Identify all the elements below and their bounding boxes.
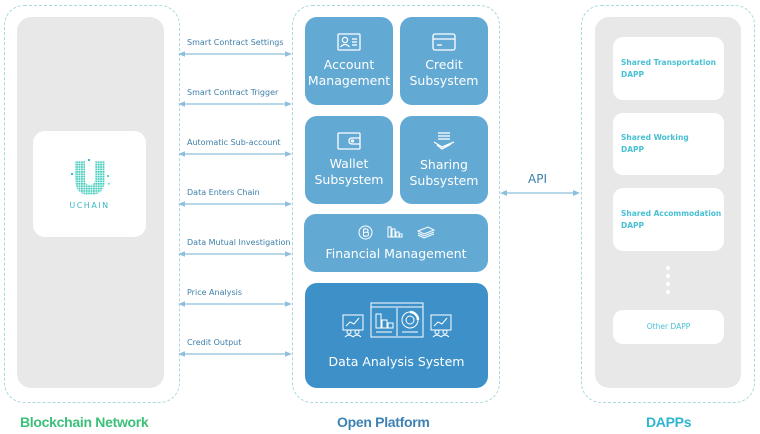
- double-arrow-icon: [178, 251, 292, 257]
- ellipsis-dot: [666, 290, 670, 294]
- credit-card-icon: [432, 33, 456, 51]
- link-row: Price Analysis: [178, 288, 292, 312]
- module-label-line-2: Subsystem: [409, 173, 479, 188]
- id-card-icon: [337, 33, 361, 51]
- dapp-card-shared-accommodation[interactable]: Shared Accommodation DAPP: [613, 188, 724, 251]
- bitcoin-icon: [358, 225, 372, 239]
- module-label: Data Analysis System: [328, 353, 465, 369]
- module-label-line-2: Subsystem: [314, 172, 384, 187]
- dapp-card-other[interactable]: Other DAPP: [613, 310, 724, 344]
- ellipsis-dot: [666, 274, 670, 278]
- double-arrow-icon: [178, 51, 292, 57]
- double-arrow-icon: [500, 190, 580, 196]
- dapp-name: Shared Transportation: [621, 57, 716, 67]
- double-arrow-icon: [178, 301, 292, 307]
- link-label: Smart Contract Trigger: [187, 88, 279, 97]
- module-label-line-1: Sharing: [420, 157, 468, 172]
- open-platform-group: [292, 5, 500, 403]
- presentation-chart-icon: [430, 314, 451, 337]
- link-label: Data Enters Chain: [187, 188, 260, 197]
- open-platform-title: Open Platform: [337, 414, 430, 430]
- presentation-chart-icon: [342, 314, 363, 337]
- api-label: API: [528, 172, 547, 186]
- hand-stack-icon: [433, 132, 455, 150]
- link-row: Data Enters Chain: [178, 188, 292, 212]
- coin-stack-icon: [387, 226, 402, 238]
- link-row: Smart Contract Settings: [178, 38, 292, 62]
- financial-management-module[interactable]: Financial Management: [304, 214, 488, 272]
- module-label-line-2: Management: [307, 73, 391, 88]
- uchain-logo-icon: [70, 158, 110, 195]
- link-label: Data Mutual Investigation: [187, 238, 291, 247]
- link-label: Smart Contract Settings: [187, 38, 284, 47]
- module-label: Financial Management: [325, 245, 467, 261]
- dapp-card-shared-working[interactable]: Shared Working DAPP: [613, 113, 724, 175]
- dapp-name: Shared Working: [621, 133, 689, 142]
- dapps-title: DAPPs: [646, 414, 692, 430]
- dapps-group: [581, 5, 755, 403]
- ellipsis-dot: [666, 282, 670, 286]
- financial-icons: [358, 225, 435, 243]
- data-analysis-icons: [342, 302, 452, 344]
- module-label-line-2: Subsystem: [409, 73, 479, 88]
- dapp-name: Other DAPP: [646, 322, 691, 331]
- dashboard-icon: [370, 302, 423, 337]
- dapp-type: DAPP: [621, 220, 645, 230]
- uchain-logo-card: UCHAIN: [33, 131, 146, 237]
- dapp-type: DAPP: [621, 145, 645, 154]
- module-label-line-1: Credit: [425, 57, 463, 72]
- blockchain-network-title: Blockchain Network: [20, 414, 149, 430]
- account-management-module[interactable]: Account Management: [305, 17, 393, 105]
- double-arrow-icon: [178, 101, 292, 107]
- data-analysis-system-module[interactable]: Data Analysis System: [305, 283, 488, 388]
- link-label: Automatic Sub-account: [187, 138, 281, 147]
- link-row: Smart Contract Trigger: [178, 88, 292, 112]
- double-arrow-icon: [178, 201, 292, 207]
- uchain-logo-text: UCHAIN: [69, 200, 110, 210]
- link-row: Credit Output: [178, 338, 292, 362]
- module-label-line-1: Account: [323, 57, 375, 72]
- link-row: Automatic Sub-account: [178, 138, 292, 162]
- double-arrow-icon: [178, 351, 292, 357]
- ellipsis-dot: [666, 266, 670, 270]
- wallet-icon: [337, 132, 361, 150]
- link-label: Credit Output: [187, 338, 242, 347]
- dapp-type: DAPP: [621, 69, 645, 79]
- wallet-subsystem-module[interactable]: Wallet Subsystem: [305, 116, 393, 204]
- api-link: API: [500, 172, 580, 196]
- dapp-name: Shared Accommodation: [621, 208, 722, 218]
- link-row: Data Mutual Investigation: [178, 238, 292, 262]
- credit-subsystem-module[interactable]: Credit Subsystem: [400, 17, 488, 105]
- cash-stack-icon: [416, 226, 435, 239]
- dapp-card-shared-transportation[interactable]: Shared Transportation DAPP: [613, 37, 724, 100]
- sharing-subsystem-module[interactable]: Sharing Subsystem: [400, 116, 488, 204]
- module-label-line-1: Wallet: [329, 156, 369, 171]
- double-arrow-icon: [178, 151, 292, 157]
- link-label: Price Analysis: [187, 288, 243, 297]
